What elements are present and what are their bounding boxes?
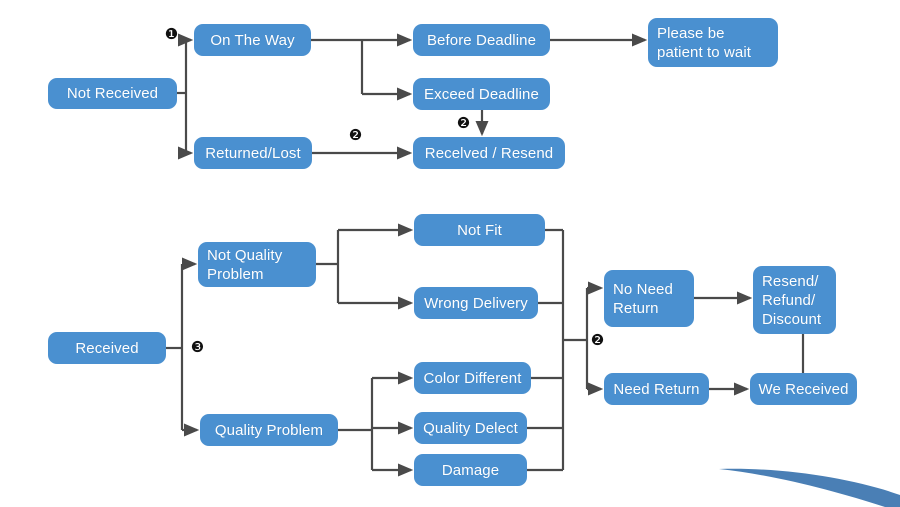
node-received[interactable]: Received xyxy=(48,332,166,364)
badge-1-not-received-branch: ❶ xyxy=(164,25,179,43)
node-damage[interactable]: Damage xyxy=(414,454,527,486)
badge-2-returned-lost: ❷ xyxy=(348,126,363,144)
node-resend-refund[interactable]: Resend/ Refund/ Discount xyxy=(753,266,836,334)
node-we-received[interactable]: We Received xyxy=(750,373,857,405)
node-not-fit[interactable]: Not Fit xyxy=(414,214,545,246)
node-before-deadline[interactable]: Before Deadline xyxy=(413,24,550,56)
node-color-different[interactable]: Color Different xyxy=(414,362,531,394)
node-no-need-return[interactable]: No Need Return xyxy=(604,270,694,327)
badge-3-received-branch: ❸ xyxy=(190,338,205,356)
node-exceed-deadline[interactable]: Exceed Deadline xyxy=(413,78,550,110)
node-not-quality[interactable]: Not Quality Problem xyxy=(198,242,316,287)
node-need-return[interactable]: Need Return xyxy=(604,373,709,405)
node-quality-delect[interactable]: Quality Delect xyxy=(414,412,527,444)
node-quality-problem[interactable]: Quality Problem xyxy=(200,414,338,446)
corner-swoosh-decoration xyxy=(719,468,900,507)
node-not-received[interactable]: Not Received xyxy=(48,78,177,109)
badge-2-return-decision: ❷ xyxy=(590,331,605,349)
badge-2-exceed-deadline: ❷ xyxy=(456,114,471,132)
node-please-be-patient[interactable]: Please be patient to wait xyxy=(648,18,778,67)
node-received-resend[interactable]: Recelved / Resend xyxy=(413,137,565,169)
node-on-the-way[interactable]: On The Way xyxy=(194,24,311,56)
node-wrong-delivery[interactable]: Wrong Delivery xyxy=(414,287,538,319)
node-returned-lost[interactable]: Returned/Lost xyxy=(194,137,312,169)
